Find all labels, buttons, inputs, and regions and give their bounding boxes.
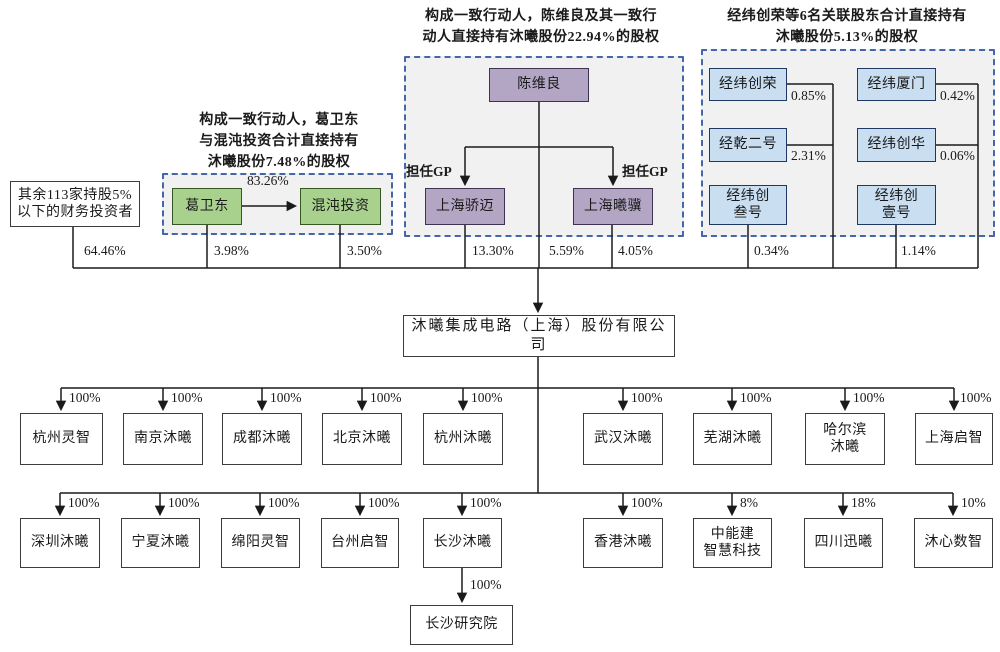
ownership-pct: 0.42%: [940, 88, 975, 103]
annotation-chen-group: 构成一致行动人，陈维良及其一致行 动人直接持有沐曦股份22.94%的股权: [422, 9, 660, 45]
subsidiary-node: 中能建 智慧科技: [693, 518, 772, 568]
subsidiary-node: 杭州沐曦: [423, 413, 503, 465]
subsidiary-node: 深圳沐曦: [20, 518, 100, 568]
ownership-pct: 100%: [270, 390, 302, 405]
subsidiary-node: 香港沐曦: [583, 518, 663, 568]
ownership-pct: 18%: [851, 495, 876, 510]
node-other-investors: 其余113家持股5% 以下的财务投资者: [10, 181, 140, 227]
ownership-pct: 100%: [853, 390, 885, 405]
ownership-pct: 100%: [740, 390, 772, 405]
ownership-pct: 13.30%: [472, 243, 514, 258]
ownership-pct: 0.85%: [791, 88, 826, 103]
subsidiary-node: 哈尔滨 沐曦: [805, 413, 885, 465]
annotation-hundun-group: 构成一致行动人，葛卫东 与混沌投资合计直接持有 沐曦股份7.48%的股权: [199, 113, 359, 170]
node-research-institute: 长沙研究院: [410, 605, 513, 645]
node-shanghai-jiaomai: 上海骄迈: [425, 188, 505, 225]
gp-label-right: 担任GP: [622, 164, 668, 179]
ownership-pct: 5.59%: [549, 243, 584, 258]
node-company: 沐曦集成电路（上海）股份有限公司: [403, 315, 675, 357]
ownership-pct: 100%: [171, 390, 203, 405]
node-shanghai-xiji: 上海曦骥: [573, 188, 653, 225]
subsidiary-node: 四川迅曦: [804, 518, 883, 568]
node-ge-weidong: 葛卫东: [172, 188, 242, 225]
node-jingwei-chuangyi: 经纬创 壹号: [857, 185, 936, 225]
subsidiary-node: 南京沐曦: [123, 413, 203, 465]
subsidiary-node: 宁夏沐曦: [121, 518, 200, 568]
node-jingwei-chuanghua: 经纬创华: [857, 128, 936, 162]
ownership-pct: 100%: [471, 390, 503, 405]
node-hundun-investment: 混沌投资: [300, 188, 381, 225]
ownership-pct: 0.34%: [754, 243, 789, 258]
ownership-pct: 4.05%: [618, 243, 653, 258]
node-jingqian-erhao: 经乾二号: [709, 128, 787, 162]
subsidiary-node: 沐心数智: [914, 518, 993, 568]
ownership-pct: 2.31%: [791, 148, 826, 163]
ownership-pct: 100%: [470, 577, 502, 592]
ownership-pct: 100%: [68, 495, 100, 510]
ownership-pct: 100%: [960, 390, 992, 405]
annotation-jingwei-group: 经纬创荣等6名关联股东合计直接持有 沐曦股份5.13%的股权: [727, 9, 967, 45]
subsidiary-node: 杭州灵智: [20, 413, 103, 465]
node-chen-weiliang: 陈维良: [489, 68, 589, 102]
ownership-pct: 100%: [370, 390, 402, 405]
subsidiary-node: 绵阳灵智: [221, 518, 300, 568]
subsidiary-node: 上海启智: [915, 413, 993, 465]
subsidiary-node: 芜湖沐曦: [693, 413, 772, 465]
ownership-pct: 8%: [740, 495, 758, 510]
ownership-pct: 100%: [631, 495, 663, 510]
ownership-pct: 64.46%: [84, 243, 126, 258]
node-jingwei-xiamen: 经纬厦门: [857, 68, 936, 101]
ownership-pct: 100%: [168, 495, 200, 510]
subsidiary-node: 武汉沐曦: [583, 413, 663, 465]
node-jingwei-chuangrong: 经纬创荣: [709, 68, 787, 101]
ownership-pct: 100%: [368, 495, 400, 510]
ownership-pct: 100%: [631, 390, 663, 405]
ownership-pct: 0.06%: [940, 148, 975, 163]
ownership-pct: 10%: [961, 495, 986, 510]
ownership-pct: 3.50%: [347, 243, 382, 258]
ownership-pct: 3.98%: [214, 243, 249, 258]
subsidiary-node: 长沙沐曦: [423, 518, 502, 568]
ownership-pct: 100%: [470, 495, 502, 510]
ownership-pct: 100%: [268, 495, 300, 510]
node-jingwei-chuangsan: 经纬创 叁号: [709, 185, 787, 225]
ownership-pct: 83.26%: [247, 173, 289, 188]
subsidiary-node: 成都沐曦: [222, 413, 302, 465]
ownership-pct: 1.14%: [901, 243, 936, 258]
ownership-pct: 100%: [69, 390, 101, 405]
gp-label-left: 担任GP: [406, 164, 452, 179]
subsidiary-node: 台州启智: [321, 518, 399, 568]
subsidiary-node: 北京沐曦: [322, 413, 402, 465]
